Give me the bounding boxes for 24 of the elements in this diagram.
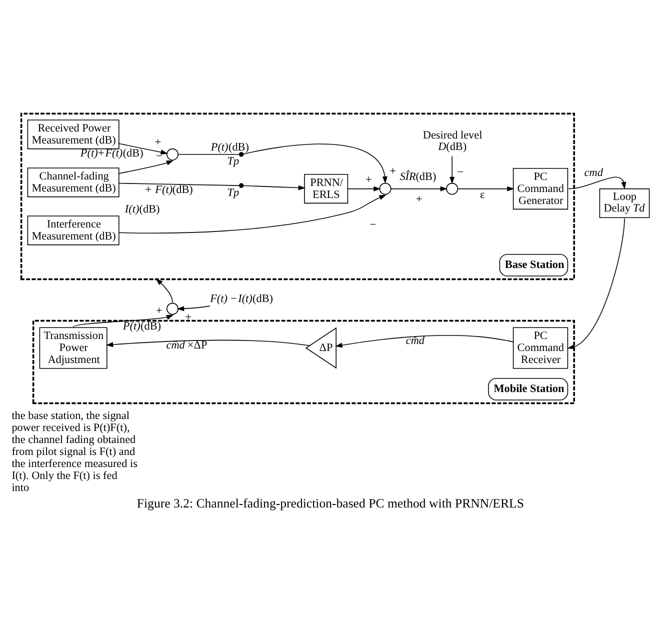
node-label: − bbox=[370, 218, 376, 230]
node-text: Desired level D(dB) bbox=[422, 129, 482, 152]
node-label: Tp bbox=[227, 155, 240, 168]
edge-label: cm̂d bbox=[406, 334, 424, 347]
caption: Figure 3.2: Channel-fading-prediction-based PC method with PRNN/ERLS bbox=[136, 496, 524, 510]
node-label: + bbox=[416, 193, 422, 206]
node-label: Tp bbox=[227, 186, 240, 198]
edge-label: cmd bbox=[584, 166, 603, 179]
edge-label: − bbox=[457, 166, 464, 178]
edge-label: − bbox=[156, 150, 162, 162]
edge-label: ε bbox=[480, 188, 485, 200]
edge-label: + bbox=[390, 164, 396, 177]
edge-label: P(t)(dB) bbox=[210, 141, 249, 154]
label: the base station, the signal power received is P(t)F(t), the channel fading obtained from pilot signal is F(t) and the interference measured is I(t). Only the F(t) is fed into bbox=[12, 409, 138, 494]
edge-label: SÎR(dB) bbox=[400, 170, 436, 183]
node-label: + bbox=[154, 136, 162, 148]
edge-label: cm̂d ×ΔP bbox=[166, 338, 208, 351]
edge-label: + bbox=[366, 174, 372, 186]
edge-label: P(t)(dB) bbox=[122, 320, 162, 332]
edge-label: + F(t)(dB) bbox=[145, 183, 193, 196]
edge-label: P(t)+F(t)(dB) bbox=[80, 147, 144, 160]
edge-label: I(t)(dB) bbox=[124, 203, 160, 216]
node-label: + bbox=[156, 304, 162, 316]
node-text: F(t) −I(t)(dB) bbox=[210, 292, 274, 305]
